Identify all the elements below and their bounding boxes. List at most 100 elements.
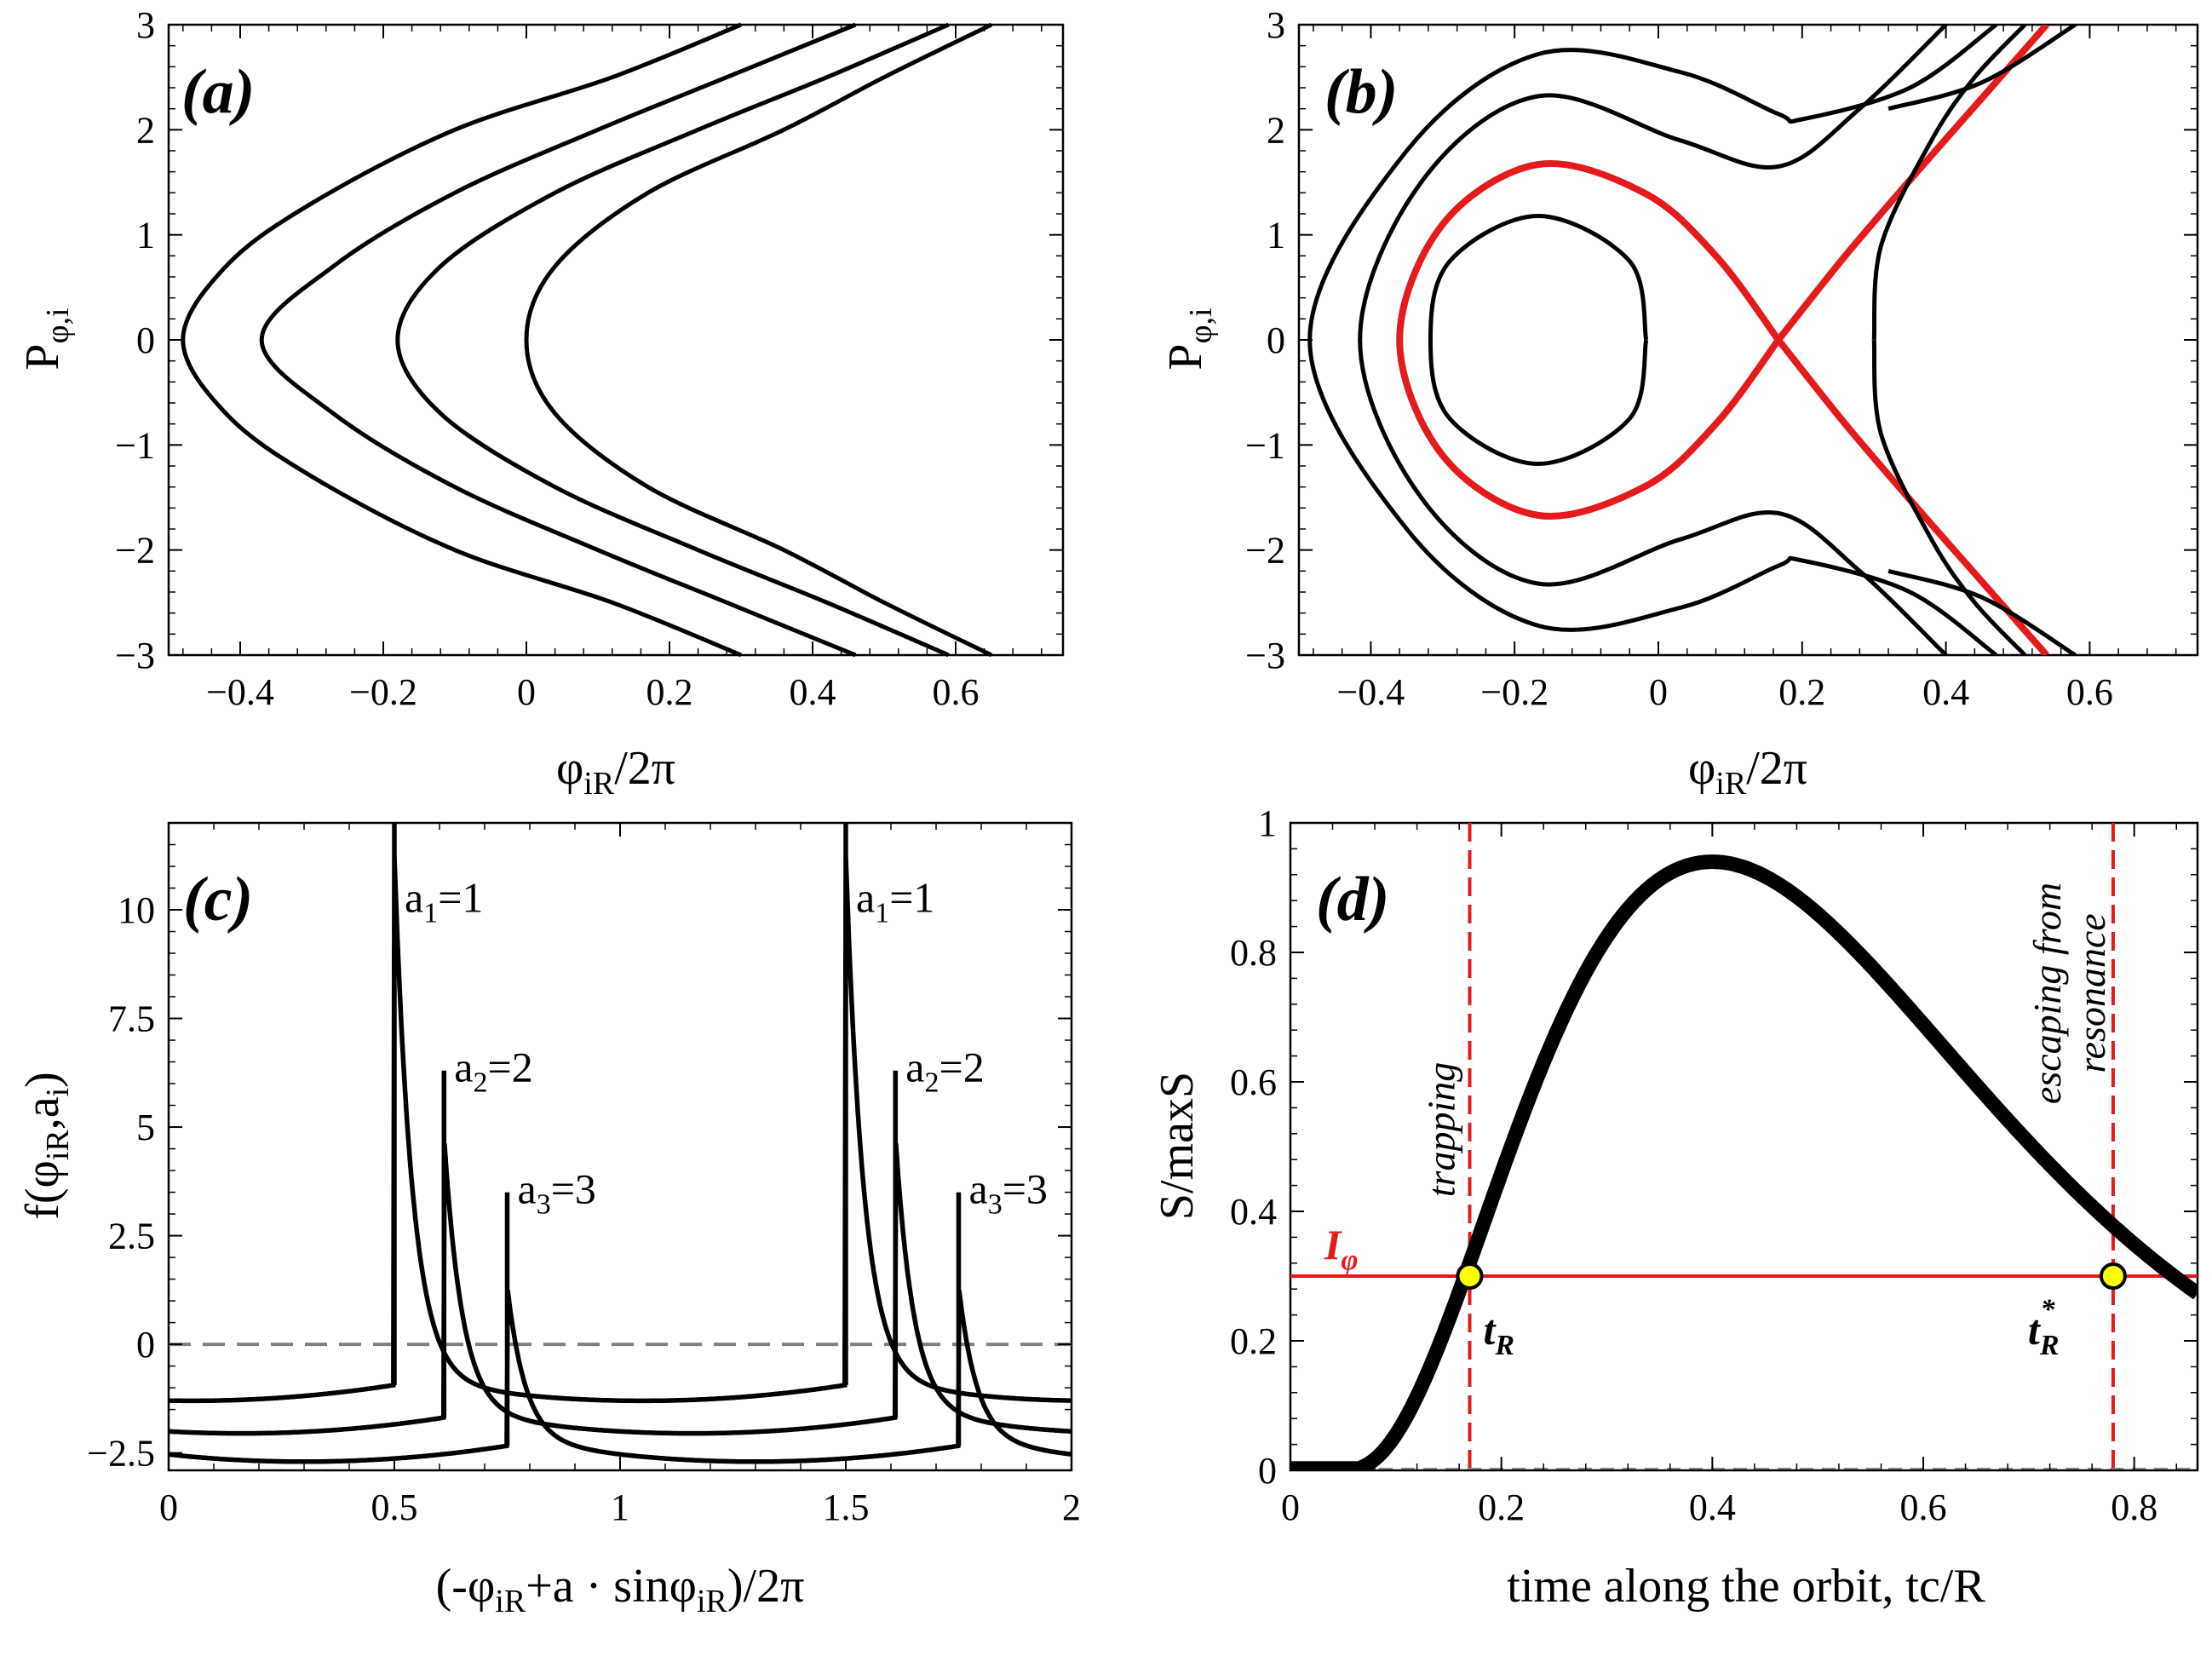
c-ytick-label: 10 bbox=[118, 889, 155, 931]
phase-curve-b-7 bbox=[1358, 25, 1948, 655]
y-axis-label-d: S/maxS bbox=[1151, 1072, 1204, 1220]
phase-curve-a-4 bbox=[524, 22, 993, 658]
crossing-marker-1 bbox=[1456, 1262, 1484, 1290]
marker-label-1: tR bbox=[1484, 1306, 1515, 1361]
y-axis-label-c: f(φiR,ai) bbox=[16, 1072, 76, 1220]
a-ytick-label: 2 bbox=[136, 109, 155, 151]
f-curve-a1 bbox=[169, 823, 1072, 1404]
ticks-a: −0.4 −0.2 0 0.2 0.4 0.6 −3 −2 −1 0 1 2 3 bbox=[115, 4, 1063, 713]
panel-label-d: (d) bbox=[1316, 865, 1389, 935]
c-xtick-label: 0.5 bbox=[371, 1487, 418, 1528]
curves-b bbox=[1307, 25, 2077, 655]
curve-label-a2: a2=2 bbox=[905, 1043, 984, 1098]
phase-curve-b-6 bbox=[1871, 339, 2027, 655]
d-ytick-label: 1 bbox=[1258, 802, 1277, 844]
c-ytick-label: 2.5 bbox=[108, 1216, 155, 1257]
x-axis-label-d: time along the orbit, tc/R bbox=[1507, 1560, 1985, 1613]
a-ytick-label: −1 bbox=[115, 424, 155, 466]
b-xtick-label: 0.6 bbox=[2066, 671, 2113, 713]
b-ytick-label: 3 bbox=[1267, 4, 1285, 46]
d-xtick-label: 0.4 bbox=[1689, 1487, 1736, 1528]
b-ytick-label: −2 bbox=[1245, 530, 1285, 572]
c-ytick-label: 7.5 bbox=[108, 998, 155, 1040]
y-axis-label-a: Pφ,i bbox=[16, 308, 76, 370]
y-axis-label-b: Pφ,i bbox=[1159, 308, 1219, 370]
a-ytick-label: 1 bbox=[136, 215, 155, 256]
phase-curve-a-1 bbox=[181, 22, 742, 658]
curve-label-a3: a3=3 bbox=[518, 1165, 596, 1220]
phase-curve-b-5 bbox=[1871, 25, 2027, 341]
a-xtick-label: 0.4 bbox=[790, 671, 836, 713]
phase-curve-b-9 bbox=[1887, 568, 2077, 655]
a-xtick-label: −0.4 bbox=[206, 671, 274, 713]
d-ytick-label: 0.8 bbox=[1230, 932, 1277, 974]
escaping-note-2: resonance bbox=[2070, 913, 2113, 1073]
d-xtick-label: 0.6 bbox=[1900, 1487, 1947, 1528]
panel-label-a: (a) bbox=[181, 57, 255, 127]
d-xtick-label: 0 bbox=[1281, 1487, 1300, 1528]
panel-label-b: (b) bbox=[1324, 57, 1398, 127]
separatrix-b-2 bbox=[1396, 160, 1782, 520]
phase-curve-a-2 bbox=[259, 22, 857, 658]
curve-label-a3: a3=3 bbox=[969, 1165, 1048, 1220]
plot-frame-c bbox=[167, 821, 1073, 1472]
a-xtick-label: −0.2 bbox=[349, 671, 417, 713]
a-xtick-label: 0.2 bbox=[646, 671, 693, 713]
b-xtick-label: −0.2 bbox=[1480, 671, 1548, 713]
x-axis-label-a: φiR/2π bbox=[556, 742, 675, 802]
d-ytick-label: 0.2 bbox=[1230, 1320, 1277, 1362]
content-d-clipped bbox=[1290, 823, 2198, 1470]
phase-curve-b-8 bbox=[1307, 25, 1998, 655]
curves-b-clipped bbox=[1307, 25, 2077, 655]
b-ytick-label: 2 bbox=[1267, 109, 1285, 151]
a-xtick-label: 0.6 bbox=[933, 671, 980, 713]
c-xtick-label: 0 bbox=[159, 1487, 178, 1528]
phase-curve-b-10 bbox=[1887, 25, 2077, 112]
a-ytick-label: −3 bbox=[115, 635, 155, 676]
b-ytick-label: 1 bbox=[1267, 215, 1285, 256]
b-xtick-label: −0.4 bbox=[1336, 671, 1405, 713]
b-xtick-label: 0.4 bbox=[1922, 671, 1969, 713]
S-curve bbox=[1290, 854, 2198, 1470]
crossing-marker-2 bbox=[2099, 1262, 2127, 1290]
panel-label-c: (c) bbox=[183, 865, 253, 935]
plot-frame-a bbox=[167, 23, 1065, 657]
x-axis-label-c: (-φiR+a · sinφiR)/2π bbox=[436, 1560, 805, 1619]
phase-curve-a-3 bbox=[395, 22, 950, 658]
d-ytick-label: 0.6 bbox=[1230, 1061, 1277, 1103]
curve-label-a1: a1=1 bbox=[405, 874, 483, 929]
d-ytick-label: 0 bbox=[1258, 1450, 1277, 1492]
marker-label-2: tR* bbox=[2028, 1294, 2060, 1361]
c-ytick-label: −2.5 bbox=[87, 1433, 155, 1475]
f-curve-a2 bbox=[169, 1070, 1072, 1436]
curves-c-clipped bbox=[169, 823, 1072, 1464]
b-xtick-label: 0.2 bbox=[1778, 671, 1825, 713]
x-axis-label-b: φiR/2π bbox=[1688, 742, 1807, 802]
d-xtick-label: 0.8 bbox=[2111, 1487, 2157, 1528]
c-ytick-label: 5 bbox=[136, 1107, 155, 1148]
c-xtick-label: 2 bbox=[1062, 1487, 1081, 1528]
plot-frame-d bbox=[1289, 821, 2199, 1472]
a-ytick-label: 0 bbox=[136, 319, 155, 361]
a-ytick-label: 3 bbox=[136, 4, 155, 46]
I-phi-label: Iφ bbox=[1324, 1221, 1358, 1276]
d-ytick-label: 0.4 bbox=[1230, 1191, 1277, 1233]
ticks-d: 0 0.2 0.4 0.6 0.8 0 0.2 0.4 0.6 0.8 1 bbox=[1230, 802, 2198, 1528]
a-ytick-label: −2 bbox=[115, 530, 155, 572]
escaping-note-1: escaping from bbox=[2025, 883, 2069, 1104]
c-xtick-label: 1 bbox=[611, 1487, 629, 1528]
separatrix-b-3 bbox=[1775, 25, 2049, 342]
f-curve-a3 bbox=[169, 1192, 1072, 1464]
curves-c bbox=[169, 823, 1072, 1464]
curve-label-a1: a1=1 bbox=[856, 874, 934, 929]
b-ytick-label: 0 bbox=[1267, 319, 1285, 361]
separatrix-b-4 bbox=[1775, 337, 2049, 655]
a-xtick-label: 0 bbox=[517, 671, 536, 713]
d-xtick-label: 0.2 bbox=[1478, 1487, 1525, 1528]
